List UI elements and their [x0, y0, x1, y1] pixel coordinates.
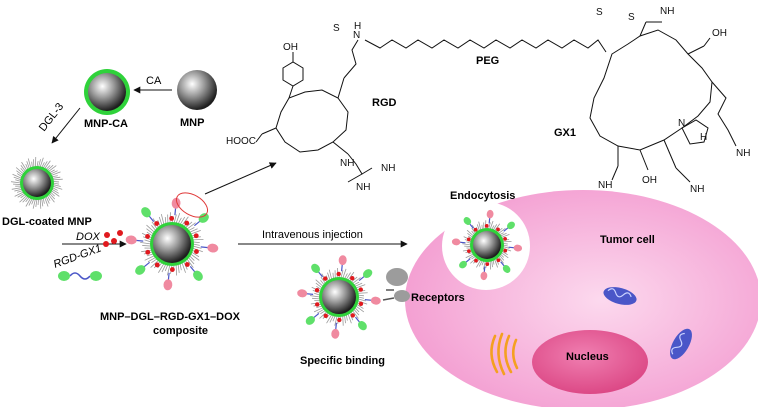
- nucleus: [532, 330, 648, 394]
- dox-molecules-icon: [103, 230, 123, 247]
- atom-n: N: [353, 30, 360, 41]
- atom-nh2: NH: [690, 184, 704, 195]
- label-ca: CA: [146, 75, 162, 87]
- mnp-sphere: [177, 70, 217, 110]
- label-mnp-ca: MNP-CA: [84, 118, 128, 130]
- mitochondrion-icon: [603, 287, 637, 305]
- label-iv-injection: Intravenous injection: [262, 229, 363, 241]
- gx1-lysine-arm: [711, 81, 737, 147]
- rgd-macrocycle: [275, 89, 349, 153]
- atom-s: S: [596, 7, 603, 18]
- label-composite-line1: MNP–DGL–RGD-GX1–DOX: [100, 311, 241, 323]
- label-receptors: Receptors: [411, 292, 465, 304]
- label-gx1: GX1: [554, 127, 576, 139]
- rgd-gx1-ligands: [125, 197, 219, 291]
- dgl-coated-mnp-particle: [10, 157, 63, 209]
- atom-oh: OH: [642, 175, 657, 186]
- mitochondrion-icon: [670, 328, 692, 360]
- label-dgl3: DGL-3: [37, 101, 66, 134]
- atom-nh2: NH: [356, 182, 370, 193]
- endocytosed-composite-particle: [451, 209, 523, 281]
- atom-nh2: NH: [598, 180, 612, 191]
- atom-h: H: [354, 21, 361, 32]
- label-peg: PEG: [476, 55, 499, 67]
- label-dox: DOX: [76, 231, 101, 243]
- composite-particle: [125, 197, 219, 291]
- label-specific-binding: Specific binding: [300, 355, 385, 367]
- receptors-icon: [382, 268, 410, 302]
- label-tumor-cell: Tumor cell: [600, 234, 655, 246]
- dox-dots: [466, 224, 508, 266]
- label-dgl-coated-mnp: DGL-coated MNP: [2, 216, 92, 228]
- rgd-gx1-ligands: [297, 255, 381, 339]
- atom-nh2: NH: [660, 6, 674, 17]
- label-endocytosis: Endocytosis: [450, 190, 515, 202]
- gx1-macrocycle: [589, 29, 713, 151]
- atom-nh2: NH: [736, 148, 750, 159]
- atom-s: S: [333, 23, 340, 34]
- atom-labels: OH N H HOOC NH NH NH S S S NH OH H NH NH…: [226, 6, 750, 195]
- atom-hooc: HOOC: [226, 136, 256, 147]
- arrow-dgl3: [51, 107, 81, 144]
- atom-nh: NH: [340, 158, 354, 169]
- chemical-structure: [255, 21, 737, 183]
- rgd-gx1-reagent-icon: [58, 271, 102, 281]
- rgd-gx1-ligands: [451, 209, 523, 281]
- atom-n: N: [678, 118, 685, 129]
- atom-s: S: [628, 12, 635, 23]
- label-rgd-gx1: RGD-GX1: [52, 242, 103, 270]
- label-mnp: MNP: [180, 117, 204, 129]
- mnp-ca-particle: [84, 69, 130, 115]
- label-nucleus: Nucleus: [566, 351, 609, 363]
- atom-oh: OH: [283, 42, 298, 53]
- tyrosine-ring: [282, 61, 304, 87]
- atom-oh: OH: [712, 28, 727, 39]
- atom-nh2: NH: [381, 163, 395, 174]
- arrows: [51, 86, 408, 248]
- atom-h: H: [700, 132, 707, 143]
- dox-dots: [314, 271, 364, 323]
- ligand-highlight-ring: [175, 192, 209, 218]
- golgi-icon: [490, 332, 519, 376]
- label-composite-line2: composite: [153, 325, 208, 337]
- arrow-to-structure: [204, 162, 277, 195]
- proline-ring: [681, 119, 709, 145]
- peg-chain: [364, 39, 607, 53]
- lysine-arm: [343, 39, 359, 79]
- bound-composite-particle: [297, 255, 381, 339]
- dox-dots: [145, 215, 199, 273]
- label-rgd: RGD: [372, 97, 397, 109]
